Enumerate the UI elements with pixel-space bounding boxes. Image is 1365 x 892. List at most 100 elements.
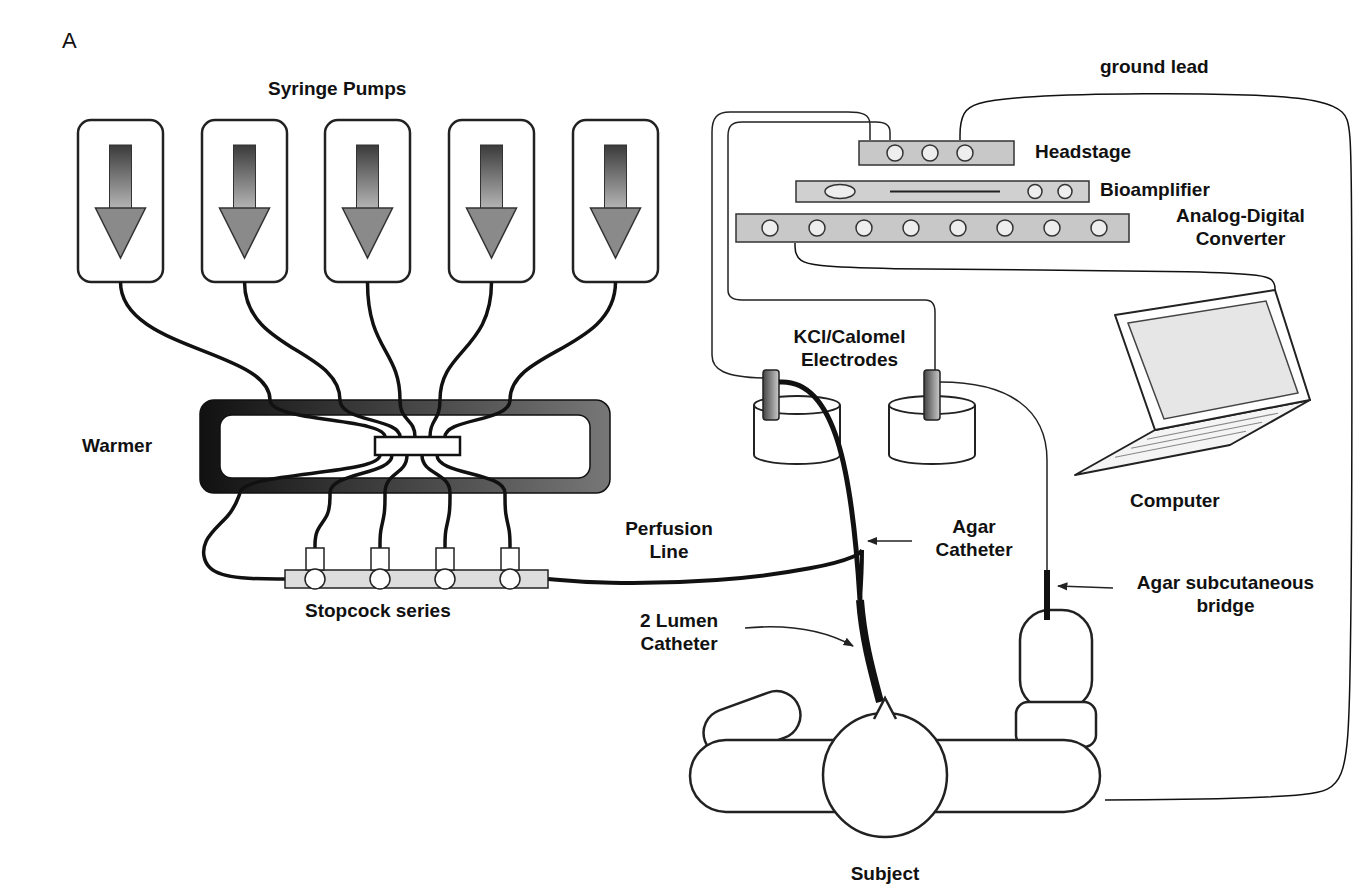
warmer-tube [340,400,400,437]
computer-icon: Computer [1060,290,1330,480]
stopcock-valve [500,569,520,589]
keyboard-row [1115,431,1246,457]
stopcock-port [306,548,324,570]
plunger-arrow [110,145,132,210]
warmer-box-shape [200,400,610,493]
part-label: Agar subcutaneous bridge [1118,572,1333,618]
part-label: Agar Catheter [915,516,1033,562]
stopcock-manifold: Stopcock series [285,548,548,590]
warmer-tube [422,455,450,493]
warmer-tube [445,400,510,437]
panel-letter: A [62,28,77,54]
tube [368,282,401,400]
node-label: Headstage [1035,141,1131,164]
plunger-arrowhead [220,208,270,258]
warmer-window [220,415,590,478]
amplifier-slot [890,191,1000,193]
input-jack [957,145,973,161]
input-jack [922,145,938,161]
amplifier-switch [825,185,855,199]
stopcock-manifold-shape [285,548,548,590]
pump-tubing [121,282,616,400]
headstage-case [859,141,1014,165]
connector-label: Perfusion Line [608,518,730,564]
warmer-case [200,400,610,493]
converter-case [736,214,1129,242]
warmer-tube [437,455,505,493]
plunger-arrowhead [467,208,517,258]
syringe-pump [78,120,163,282]
infusion-tube [315,493,330,548]
converter-port [1091,220,1107,236]
plunger-arrow [234,145,256,210]
warmer-tube [385,455,407,493]
nose [874,698,896,719]
part-label: 2 Lumen Catheter [615,610,743,656]
converter-port [950,220,966,236]
bioamplifier-box: Bioamplifier [795,180,1090,203]
connector-label: ground lead [1098,56,1211,79]
plunger-arrow [605,145,627,210]
plunger-arrowhead [96,208,146,258]
syringe-pump [449,120,534,282]
plunger-arrowhead [343,208,393,258]
converter-port [856,220,872,236]
stopcock-port [436,548,454,570]
head [823,713,947,837]
warmer-manifold [375,437,460,455]
pump-body [573,120,658,282]
electrode [924,370,940,420]
syringe-pump [573,120,658,282]
subject-figure: Subject [690,550,1105,860]
leader-arrow [745,627,853,646]
laptop-screen [1115,290,1310,430]
plunger-arrowhead [591,208,641,258]
stopcock-valve [370,569,390,589]
warmer-tube [330,455,392,493]
syringe-pump [325,120,410,282]
amplifier-case [796,181,1089,202]
plunger-arrow [481,145,503,210]
infusion-tube [445,493,450,548]
infusion-tube [505,493,510,548]
node-label: Computer [1130,490,1220,513]
converter-port [762,220,778,236]
warmer-box: Warmer [200,400,610,493]
stopcock-valve [305,569,325,589]
node-label: Warmer [82,435,152,458]
data-cable [795,243,1275,290]
node-label: Bioamplifier [1100,179,1210,202]
plunger-arrow [357,145,379,210]
keyboard-row [1131,422,1262,448]
pump-body [449,120,534,282]
input-jack [887,145,903,161]
perfusion-tube [860,550,862,600]
leader-arrow [868,540,912,542]
tube [440,282,492,400]
amplifier-knob [1058,185,1072,199]
warmer-tube [430,400,440,437]
stopcock-manifold [285,570,548,588]
tube [245,282,341,400]
leader-arrow [1058,586,1113,588]
headstage-box: Headstage [858,140,1015,166]
laptop-display [1128,301,1298,419]
stopcock-port [501,548,519,570]
warmer-tube [400,400,415,437]
agar-bridge-rod [1044,570,1050,620]
subject-figure-shape [690,550,1105,860]
converter-port [1044,220,1060,236]
infusion-tube [204,493,285,579]
converter-box-shape [735,213,1130,243]
computer-icon-shape [1060,290,1330,480]
infusion-tube [380,493,385,548]
two-lumen-catheter [860,600,880,702]
pump-body [202,120,287,282]
group-label: Syringe Pumps [268,78,406,101]
tube [510,282,616,400]
converter-port [903,220,919,236]
converter-port [997,220,1013,236]
electrode [763,370,779,420]
stopcock-port [371,548,389,570]
amplifier-knob [1028,185,1042,199]
